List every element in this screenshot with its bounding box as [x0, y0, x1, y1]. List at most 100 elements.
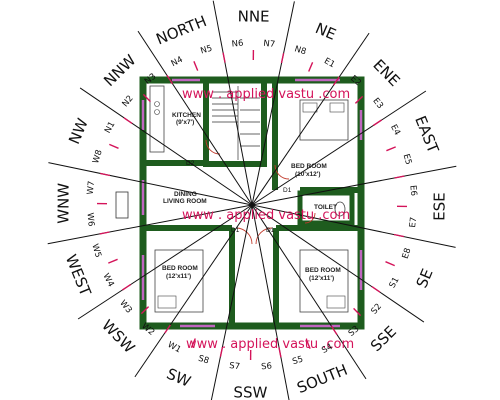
pada-tick: [278, 347, 282, 358]
pada-label-n1: N1: [103, 120, 117, 135]
kitchen-counter: [149, 85, 165, 153]
pada-label-s4: S4: [320, 342, 334, 356]
pada-tick: [305, 339, 311, 349]
pillow-icon: [329, 102, 345, 113]
pada-ticks: [96, 49, 408, 361]
sector-line: [251, 90, 427, 206]
pada-tick: [122, 283, 132, 291]
dining-label: DINING: [174, 191, 197, 198]
pada-tick: [385, 261, 395, 267]
bedroom3-size: (12'x11'): [309, 275, 334, 282]
floor-plan: [115, 76, 365, 330]
pada-label-w6: W6: [85, 212, 96, 227]
stair-treads: [212, 86, 260, 160]
stove-icon: [154, 109, 160, 115]
pada-tick: [190, 338, 196, 348]
pada-tick: [109, 143, 119, 149]
bedroom2-size: (12'x11'): [166, 273, 191, 280]
toilet-icon: [334, 201, 346, 217]
pada-label-s7: S7: [229, 361, 241, 372]
pada-tick: [142, 93, 151, 103]
pada-label-s8: S8: [197, 354, 210, 367]
pada-tick: [393, 233, 404, 238]
pada-label-w7: W7: [86, 180, 97, 195]
direction-label-nne: NNE: [238, 7, 270, 25]
direction-label-wsw: WSW: [98, 316, 138, 357]
pada-label-n5: N5: [199, 44, 213, 57]
pada-label-e8: E8: [401, 247, 414, 260]
pada-tick: [372, 119, 382, 127]
pada-tick: [99, 231, 110, 235]
door-label-d2: D2: [186, 160, 195, 167]
direction-label-nnw: NNW: [100, 51, 139, 90]
sector-line: [47, 204, 253, 245]
pada-label-e3: E3: [370, 96, 385, 111]
center-point: [249, 202, 255, 208]
sector-line: [79, 87, 253, 206]
pada-tick: [123, 117, 133, 124]
pada-label-e4: E4: [388, 123, 402, 137]
watermarks: www . applied vastu .com www . applied v…: [182, 87, 354, 352]
direction-label-sse: SSE: [367, 322, 400, 355]
bedroom2-label: BED ROOM: [162, 265, 198, 272]
pada-label-w3: W3: [117, 298, 133, 315]
pillow-icon: [326, 295, 346, 309]
direction-label-west: WEST: [62, 252, 95, 299]
bedroom1-label: BED ROOM: [291, 163, 327, 170]
pada-label-n6: N6: [231, 39, 244, 50]
pada-tick: [394, 175, 405, 179]
door-arcs: [205, 139, 316, 245]
bedroom3-label: BED ROOM: [305, 267, 341, 274]
direction-label-south: SOUTH: [294, 361, 350, 397]
bed-icon: [299, 99, 349, 141]
sector-line: [48, 162, 253, 206]
pada-tick: [330, 325, 338, 335]
pada-tick: [386, 146, 396, 152]
toilet-wall: [297, 190, 355, 226]
pada-label-n4: N4: [170, 55, 185, 69]
kitchen-size: (9'x7'): [176, 119, 194, 126]
dining-table-icon: [115, 191, 129, 219]
pada-label-s5: S5: [291, 355, 304, 368]
sector-line: [251, 1, 295, 206]
stove-icon: [154, 101, 160, 107]
pada-tick: [164, 324, 171, 334]
pada-tick: [100, 172, 111, 177]
sector-line: [134, 204, 253, 378]
door-label-d1-left: D1: [231, 227, 240, 234]
pada-label-s2: S2: [369, 302, 384, 317]
sector-line: [212, 0, 253, 206]
sector-line: [137, 30, 253, 206]
sector-line: [210, 204, 253, 400]
pada-label-w1: W1: [166, 340, 183, 355]
sector-line: [251, 204, 290, 400]
direction-label-wnw: WNW: [54, 183, 72, 224]
pada-label-w8: W8: [91, 149, 105, 165]
pada-tick: [108, 258, 118, 264]
toilet-label: TOILET: [314, 204, 337, 211]
pada-label-e1: E1: [322, 56, 336, 70]
bed-icon: [299, 249, 349, 313]
sector-line: [251, 204, 456, 248]
staircase-wall: [203, 77, 267, 167]
living-room-label: LIVING ROOM: [163, 198, 207, 205]
pada-tick: [333, 76, 340, 86]
pada-label-s6: S6: [261, 361, 273, 372]
pada-label-e7: E7: [408, 216, 419, 228]
sector-line: [251, 204, 367, 380]
sector-lines: [47, 0, 457, 400]
windows: [141, 78, 363, 328]
direction-label-ssw: SSW: [233, 383, 267, 400]
direction-label-se: SE: [413, 266, 437, 291]
watermark-top: www . applied vastu .com: [182, 87, 350, 102]
pada-tick: [353, 307, 362, 317]
pada-label-n7: N7: [263, 39, 276, 50]
bed-icon: [154, 249, 204, 313]
bedroom1-size: (10'x12'): [295, 171, 321, 178]
pada-label-e5: E5: [401, 153, 414, 166]
pada-tick: [222, 52, 226, 63]
watermark-middle: www . applied vastu .com: [182, 208, 350, 223]
